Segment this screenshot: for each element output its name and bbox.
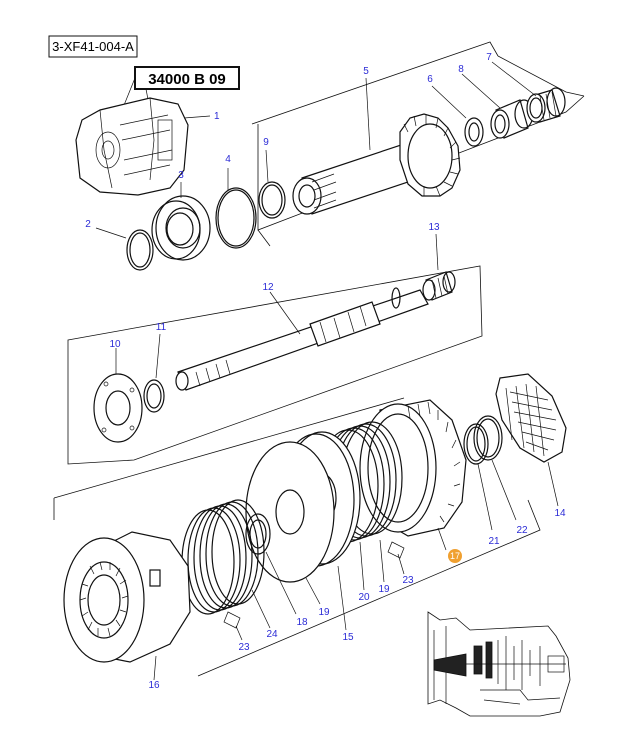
group-code-box: 34000 B 09 (117, 66, 240, 121)
callout-11: 11 (156, 322, 167, 333)
bearing-part-3 (151, 182, 211, 261)
callout-20: 20 (358, 592, 370, 603)
callout-19a: 19 (318, 607, 330, 618)
callout-10: 10 (109, 339, 121, 350)
callout-17: 17 (450, 551, 460, 561)
callout-14: 14 (554, 508, 566, 519)
plate-part-10 (93, 348, 143, 443)
callout-15: 15 (342, 632, 354, 643)
callout-3: 3 (178, 170, 184, 181)
thrust-plate-part-14 (495, 373, 567, 507)
ring-part-22 (473, 415, 517, 521)
callout-7: 7 (486, 52, 492, 63)
callout-8: 8 (458, 64, 464, 75)
reference-code-box: 3-XF41-004-A (48, 35, 138, 58)
reference-code: 3-XF41-004-A (52, 39, 134, 54)
gear-shaft-part-5 (292, 77, 461, 215)
clutch-drum-part-16 (63, 531, 191, 681)
group-code: 34000 B 09 (148, 71, 226, 88)
bearing-part-8 (461, 73, 534, 139)
callout-labels: 1 2 3 4 5 6 7 8 9 10 11 12 13 14 15 16 1… (85, 52, 566, 691)
callout-1: 1 (214, 111, 220, 122)
callout-17-highlight: 17 (448, 549, 462, 563)
callout-23b: 23 (238, 642, 250, 653)
callout-18: 18 (296, 617, 308, 628)
ring-part-9 (258, 149, 286, 219)
callout-16: 16 (148, 680, 160, 691)
callout-9: 9 (263, 137, 269, 148)
callout-19b: 19 (378, 584, 390, 595)
main-shaft-part-12 (175, 287, 429, 391)
callout-4: 4 (225, 154, 231, 165)
circlip-part-2 (95, 227, 154, 271)
callout-13: 13 (428, 222, 440, 233)
snap-ring-part-4 (215, 168, 257, 249)
callout-24: 24 (266, 629, 278, 640)
disc-stack-front (181, 499, 271, 641)
callout-6: 6 (427, 74, 433, 85)
ring-part-21 (463, 423, 493, 531)
washer-part-6 (431, 85, 484, 147)
callout-22: 22 (516, 525, 528, 536)
callout-12: 12 (262, 282, 274, 293)
callout-5: 5 (363, 66, 369, 77)
callout-21: 21 (488, 536, 500, 547)
callout-2: 2 (85, 219, 91, 230)
plate-part-19 (245, 441, 335, 605)
ring-part-11 (143, 333, 165, 413)
callout-23a: 23 (402, 575, 414, 586)
needle-bearing-part-13 (422, 233, 456, 301)
needle-bearing-part-7 (491, 61, 566, 123)
inset-location-diagram (427, 611, 571, 717)
clutch-housing-part-17 (359, 399, 467, 551)
transmission-housing-part (75, 97, 211, 196)
